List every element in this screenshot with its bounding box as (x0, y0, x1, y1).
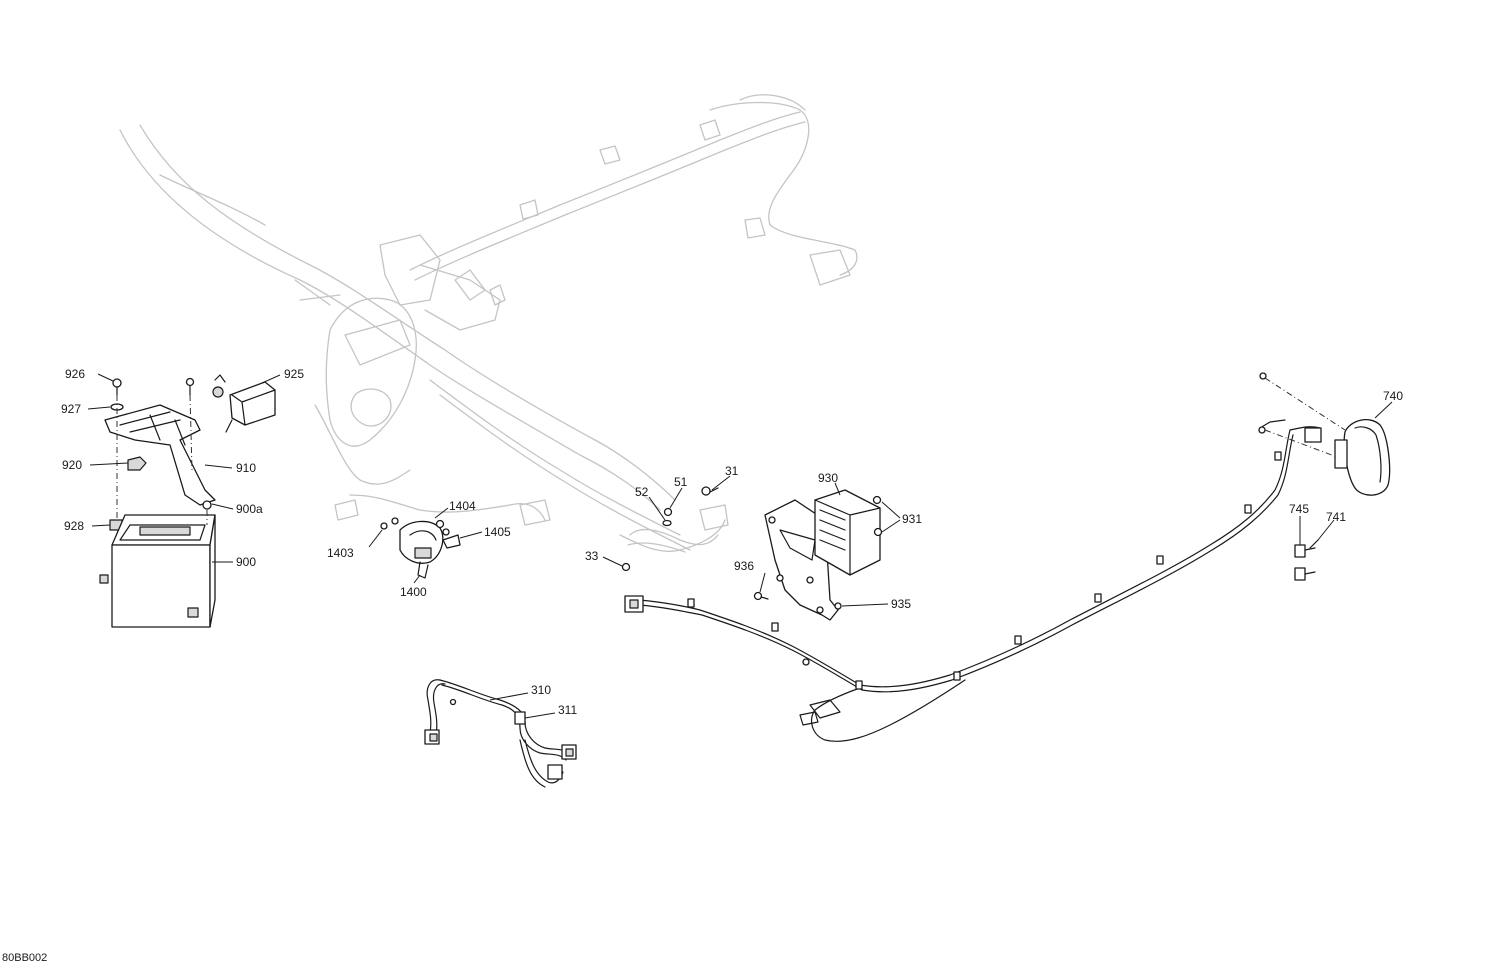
callout-900: 900 (236, 555, 256, 569)
callout-52: 52 (635, 485, 649, 499)
callout-741: 741 (1326, 510, 1346, 524)
solenoid-1400 (380, 517, 461, 579)
callout-1403: 1403 (327, 546, 354, 560)
terminal-741 (1309, 539, 1319, 549)
bolt-926 (112, 378, 122, 396)
fastener-31 (701, 486, 719, 496)
callout-936: 936 (734, 559, 754, 573)
sub-harness-310 (424, 679, 577, 788)
fastener-33 (621, 562, 631, 572)
callout-935: 935 (891, 597, 911, 611)
callout-900a: 900a (236, 502, 263, 516)
callout-1400: 1400 (400, 585, 427, 599)
callout-925: 925 (284, 367, 304, 381)
callout-31: 31 (725, 464, 739, 478)
callout-745: 745 (1289, 502, 1309, 516)
callout-51: 51 (674, 475, 688, 489)
fastener-51 (663, 507, 673, 517)
battery-guide-lines (116, 394, 208, 525)
callout-310: 310 (531, 683, 551, 697)
fuse-relay-925 (212, 374, 276, 433)
callout-labels: 926 927 920 928 925 910 900a 900 1404 14… (61, 367, 1403, 717)
callout-926: 926 (65, 367, 85, 381)
callout-1405: 1405 (484, 525, 511, 539)
callout-740: 740 (1383, 389, 1403, 403)
callout-910: 910 (236, 461, 256, 475)
battery-900 (99, 514, 216, 628)
drawing-code: 80BB002 (2, 952, 48, 964)
ecu-module-930 (814, 489, 883, 576)
screw-935 (834, 602, 842, 610)
rear-harness (624, 372, 1346, 742)
battery-bracket-910 (104, 404, 216, 506)
callout-920: 920 (62, 458, 82, 472)
callout-33: 33 (585, 549, 599, 563)
leader-lines (87, 373, 1393, 719)
screw-936 (753, 591, 769, 601)
callout-931: 931 (902, 512, 922, 526)
bolt-top (185, 377, 195, 396)
washer-52 (662, 519, 672, 527)
ground-cable-ghost (627, 528, 719, 553)
callout-928: 928 (64, 519, 84, 533)
connector-745 (1294, 544, 1316, 581)
nut-920 (127, 456, 147, 471)
callout-311: 311 (558, 703, 577, 717)
callout-930: 930 (818, 471, 838, 485)
tail-light-740 (1334, 419, 1391, 496)
frame-and-main-harness-ghost (119, 94, 858, 552)
callout-1404: 1404 (449, 499, 476, 513)
callout-927: 927 (61, 402, 81, 416)
